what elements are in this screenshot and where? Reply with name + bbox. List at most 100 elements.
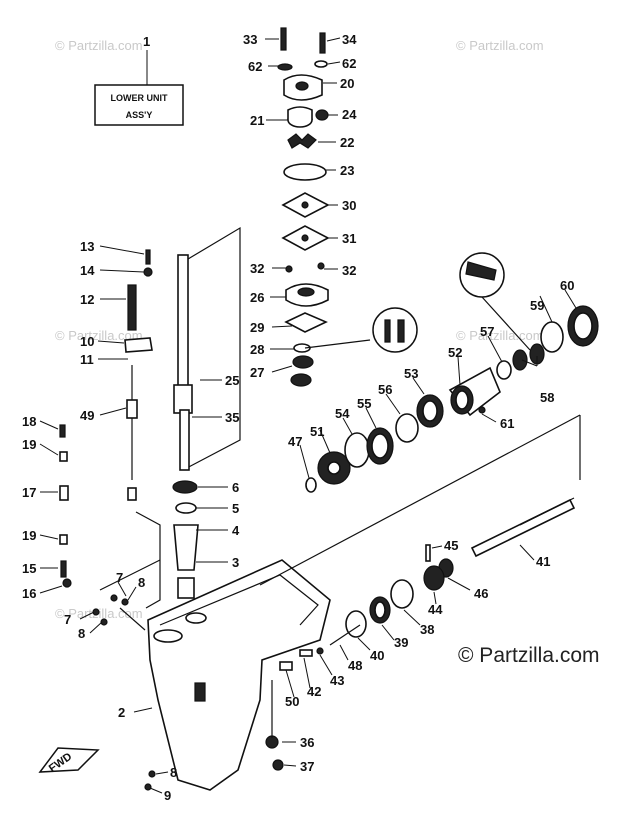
seal-detail-inset — [372, 307, 418, 353]
plunger-icon — [299, 649, 313, 657]
callout-21: 21 — [250, 113, 264, 128]
callout-62-right: 62 — [342, 56, 356, 71]
gear-case-icon — [147, 559, 331, 791]
o-ring-icon — [395, 413, 419, 443]
callout-39: 39 — [394, 635, 408, 650]
callout-48: 48 — [348, 658, 362, 673]
callout-61: 61 — [500, 416, 514, 431]
screw-icon — [145, 249, 151, 265]
callout-23: 23 — [340, 163, 354, 178]
washer-icon — [277, 63, 293, 71]
shim-icon — [390, 579, 414, 609]
bolt-icon — [280, 27, 287, 51]
shim-icon — [175, 502, 197, 514]
rod-connector-icon — [59, 485, 69, 501]
watermark-mid-left: © Partzilla.com — [55, 328, 143, 343]
callout-46: 46 — [474, 586, 488, 601]
callout-38: 38 — [420, 622, 434, 637]
callout-49: 49 — [80, 408, 94, 423]
forward-direction-tag: FWD — [38, 747, 100, 775]
callout-33: 33 — [243, 32, 257, 47]
gasket-icon — [272, 759, 284, 771]
label-line-2: ASS'Y — [126, 110, 153, 120]
callout-36: 36 — [300, 735, 314, 750]
callout-20: 20 — [340, 76, 354, 91]
washer-icon — [148, 770, 156, 778]
callout-14: 14 — [80, 263, 95, 278]
callout-18: 18 — [22, 414, 36, 429]
lower-unit-label: 1 LOWER UNIT ASS'Y — [94, 34, 184, 126]
callout-42: 42 — [307, 684, 321, 699]
washer-icon — [314, 60, 328, 68]
watermark-top-right: © Partzilla.com — [456, 38, 544, 53]
oil-seal-icon — [290, 373, 312, 387]
shift-rod-assembly — [59, 249, 161, 609]
callout-22: 22 — [340, 135, 354, 150]
leader-lines — [39, 37, 577, 794]
watermark-top-left: © Partzilla.com — [55, 38, 143, 53]
cross-pin-icon — [425, 544, 431, 562]
callout-29: 29 — [250, 320, 264, 335]
callout-2: 2 — [118, 705, 125, 720]
clip-icon — [59, 451, 68, 462]
washer-icon — [345, 610, 367, 638]
grommet-icon — [62, 578, 72, 588]
label-line-1: LOWER UNIT — [111, 93, 168, 103]
dowel-pin-icon — [285, 265, 293, 273]
clip-icon — [59, 534, 68, 545]
callout-26: 26 — [250, 290, 264, 305]
callout-53: 53 — [404, 366, 418, 381]
callout-40: 40 — [370, 648, 384, 663]
propeller-shaft-assembly — [259, 252, 599, 671]
needle-bearing-icon — [496, 360, 512, 380]
o-ring-icon — [540, 321, 564, 353]
oil-seal-icon — [292, 355, 314, 369]
callout-6: 6 — [232, 480, 239, 495]
callout-55: 55 — [357, 396, 371, 411]
callout-27: 27 — [250, 365, 264, 380]
washer-icon — [100, 618, 108, 626]
callout-4: 4 — [232, 523, 240, 538]
washer-icon — [143, 267, 153, 277]
seal-icon — [315, 109, 329, 121]
callout-25: 25 — [225, 373, 239, 388]
lower-case — [92, 559, 331, 791]
callout-47: 47 — [288, 434, 302, 449]
callout-32-right: 32 — [342, 263, 356, 278]
callout-28: 28 — [250, 342, 264, 357]
callout-62-left: 62 — [248, 59, 262, 74]
shim-icon — [344, 432, 370, 468]
bolt-icon — [110, 594, 118, 602]
callout-57: 57 — [480, 324, 494, 339]
ball-icon — [316, 647, 324, 655]
bolt-icon — [319, 32, 326, 54]
callout-13: 13 — [80, 239, 94, 254]
spring-icon — [329, 624, 361, 646]
callout-51: 51 — [310, 424, 324, 439]
bolt-icon — [144, 783, 152, 791]
callout-10: 10 — [80, 334, 94, 349]
pin-icon — [478, 406, 486, 414]
impeller-icon — [287, 133, 317, 149]
sleeve-icon — [173, 524, 199, 571]
o-ring-icon — [293, 343, 311, 353]
dowel-pin-icon — [317, 262, 325, 270]
callout-15: 15 — [22, 561, 36, 576]
callout-19-top: 19 — [22, 437, 36, 452]
callout-32-left: 32 — [250, 261, 264, 276]
callout-41: 41 — [536, 554, 550, 569]
callout-37: 37 — [300, 759, 314, 774]
watermark-mid-right: © Partzilla.com — [456, 328, 544, 343]
drive-shaft-assembly — [172, 226, 241, 599]
callout-44: 44 — [428, 602, 443, 617]
callout-43: 43 — [330, 673, 344, 688]
pin-icon — [59, 424, 66, 438]
callout-numbers: 33 34 62 62 20 21 24 22 23 30 31 32 32 2… — [22, 32, 574, 803]
bearing-icon — [172, 480, 198, 494]
callout-3: 3 — [232, 555, 239, 570]
washer-icon — [121, 598, 129, 606]
callout-5: 5 — [232, 501, 239, 516]
base-gasket-icon — [284, 312, 328, 333]
bushing-icon — [177, 577, 195, 599]
